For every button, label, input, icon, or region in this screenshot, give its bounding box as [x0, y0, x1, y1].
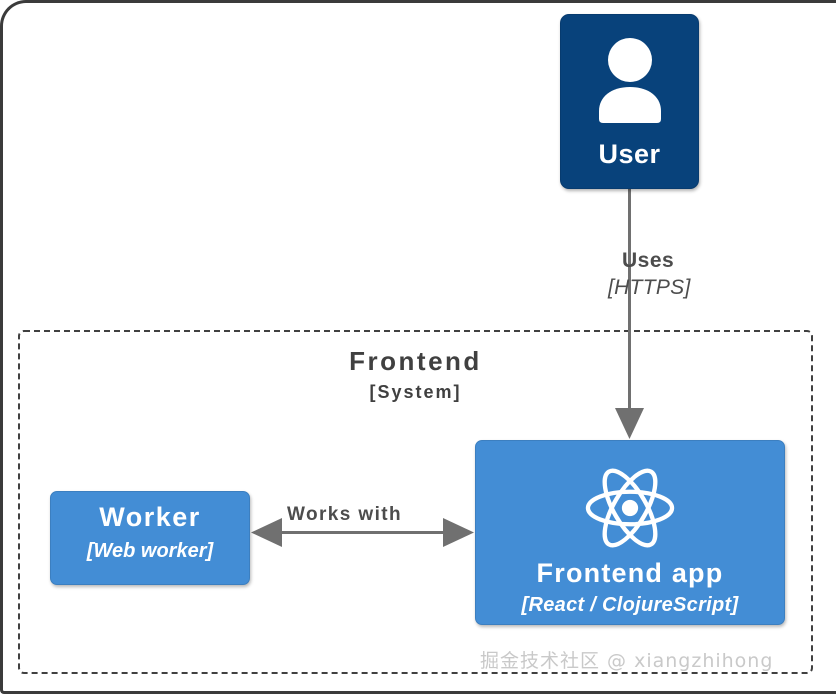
react-logo-icon [585, 468, 675, 548]
node-worker-technology: [Web worker] [86, 540, 214, 562]
node-worker-label: Worker [99, 502, 201, 532]
node-user[interactable]: User [560, 14, 699, 189]
node-frontend-app-label: Frontend app [536, 558, 724, 588]
node-frontend-app-technology: [React / ClojureScript] [521, 594, 739, 616]
watermark-text: 掘金技术社区 @ xiangzhihong [480, 650, 774, 672]
system-boundary-type-label: [System] [369, 382, 462, 402]
node-user-label: User [598, 139, 661, 169]
node-worker[interactable]: Worker [Web worker] [50, 491, 250, 585]
system-boundary-title: Frontend [349, 346, 482, 376]
relationship-uses-label: Uses [622, 249, 675, 272]
relationship-uses-technology: [HTTPS] [608, 276, 691, 299]
person-avatar-icon [598, 38, 661, 123]
relationship-works-with-label: Works with [287, 504, 402, 525]
system-boundary-frontend: Frontend [System] [18, 330, 813, 674]
node-frontend-app[interactable]: Frontend app [React / ClojureScript] [475, 440, 785, 625]
